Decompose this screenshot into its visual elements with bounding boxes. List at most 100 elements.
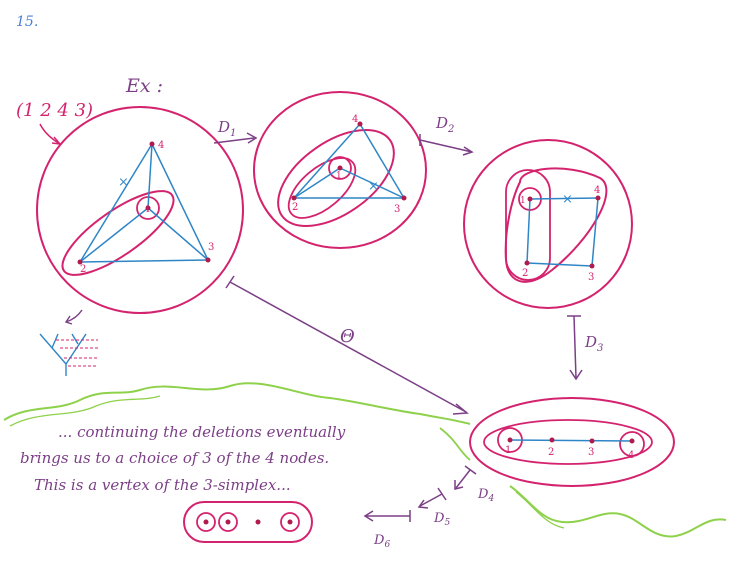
permutation-arrowhead — [51, 136, 62, 145]
arrow-d2 — [419, 139, 473, 153]
tree-sketch — [39, 309, 98, 376]
caption-line-3: This is a vertex of the 3-simplex... — [34, 476, 291, 494]
node-label-2: 2 — [80, 264, 86, 275]
node-dot — [205, 257, 211, 263]
path-edge-4 — [509, 439, 633, 442]
tree-arrow — [65, 309, 83, 323]
node-dot — [401, 195, 407, 201]
node-dot — [255, 519, 261, 525]
map-subscript-d1: 1 — [230, 128, 236, 139]
outer-ellipse-5 — [183, 501, 313, 543]
page-number: 15. — [16, 14, 38, 30]
map-subscript-d2: 2 — [447, 124, 454, 135]
node-label-4: 4 — [628, 450, 634, 461]
tree-dashes — [56, 339, 98, 367]
green-wave-right-stub — [439, 427, 471, 461]
node-dot — [337, 165, 343, 171]
node-label-3: 3 — [588, 447, 594, 458]
arrow-d3 — [573, 315, 577, 379]
cross-mark-1: × — [118, 175, 129, 190]
tree-edges — [39, 333, 87, 376]
node-label-3: 3 — [394, 204, 400, 215]
node-label-3: 3 — [208, 242, 214, 253]
map-subscript-d4: 4 — [487, 494, 494, 504]
singleton-circle-5a — [196, 512, 216, 532]
node4-circle-4 — [619, 431, 645, 457]
node-dot — [549, 437, 555, 443]
arrow-d4 — [455, 469, 471, 489]
tetrahedron-edges-1 — [79, 143, 209, 263]
diagram-2: × 4 2 3 1 — [253, 91, 427, 249]
node-dot — [589, 438, 595, 444]
node-label-1: 1 — [505, 445, 511, 456]
node-dot — [225, 519, 231, 525]
arrowhead-d4 — [454, 480, 464, 490]
node-label-2: 2 — [522, 268, 528, 279]
tree-arrowhead — [64, 315, 73, 325]
node-label-4: 4 — [594, 185, 600, 196]
map-label-d6: D6 — [373, 533, 390, 550]
node-label-4: 4 — [352, 114, 358, 125]
node-label-1: 1 — [520, 196, 526, 206]
node-dot — [357, 121, 363, 127]
tetrahedron-edges-2 — [293, 123, 405, 199]
outer-circle-3 — [463, 139, 633, 309]
node-dot — [149, 141, 155, 147]
green-wave-top — [3, 382, 471, 425]
node-dot — [145, 205, 151, 211]
singleton-circle-5c — [280, 512, 300, 532]
arrowhead-theta — [452, 403, 469, 415]
node-label-2: 2 — [292, 202, 298, 213]
square-edges-3 — [526, 197, 599, 267]
green-wave-bottom-echo — [515, 491, 565, 529]
diagram-3: × 1 4 3 2 — [463, 139, 633, 309]
inner-ellipse-1 — [61, 190, 175, 276]
example-heading: Ex : — [125, 75, 163, 97]
permutation-arrow — [39, 123, 61, 145]
caption-line-1: ... continuing the deletions eventually — [58, 423, 346, 441]
arrowhead-d5 — [417, 499, 429, 509]
map-label-d1: D1 — [217, 118, 236, 139]
map-label-d3: D3 — [584, 333, 603, 354]
arrow-d4-tail — [464, 465, 477, 475]
green-wave-bottom — [509, 485, 727, 538]
map-subscript-d3: 3 — [597, 343, 603, 354]
node-label-4: 4 — [158, 140, 164, 151]
cross-mark-2: × — [368, 179, 379, 194]
outer-ellipse-4 — [469, 397, 675, 487]
node-label-2: 2 — [548, 447, 554, 458]
theta-label: Θ — [340, 326, 355, 347]
node-dot — [524, 260, 530, 266]
node-dot — [287, 519, 293, 525]
node-label-1: 1 — [145, 205, 151, 215]
cross-mark-3: × — [562, 192, 573, 207]
arrow-d1 — [213, 137, 255, 144]
diagram-1: × 4 2 3 1 — [36, 106, 244, 314]
arrowhead-d3 — [569, 369, 583, 381]
arrow-d5 — [419, 493, 443, 507]
map-label-d5: D5 — [433, 511, 450, 528]
singleton-circle-5b — [218, 512, 238, 532]
arrowhead-d1 — [246, 132, 258, 144]
node-dot — [589, 263, 595, 269]
map-subscript-d5: 5 — [444, 518, 450, 528]
node1-circle-2 — [328, 156, 352, 180]
map-label-d2: D2 — [435, 114, 454, 135]
middle-ellipse-2 — [277, 129, 395, 227]
diagram-5 — [183, 501, 313, 543]
inner-ellipse-2 — [287, 157, 357, 219]
inner-ellipse-4 — [483, 419, 653, 465]
node-label-3: 3 — [588, 272, 594, 283]
node-dot — [291, 195, 297, 201]
node-label-1: 1 — [336, 171, 342, 181]
arrow-d5-tail — [437, 487, 447, 501]
arrowhead-d2 — [462, 146, 474, 156]
caption-line-2: brings us to a choice of 3 of the 4 node… — [20, 449, 329, 467]
left-ellipse-3 — [505, 169, 551, 281]
outer-circle-2 — [253, 91, 427, 249]
arrow-theta — [229, 281, 467, 413]
map-subscript-d6: 6 — [384, 540, 390, 550]
permutation-label: (1 2 4 3) — [16, 100, 93, 121]
